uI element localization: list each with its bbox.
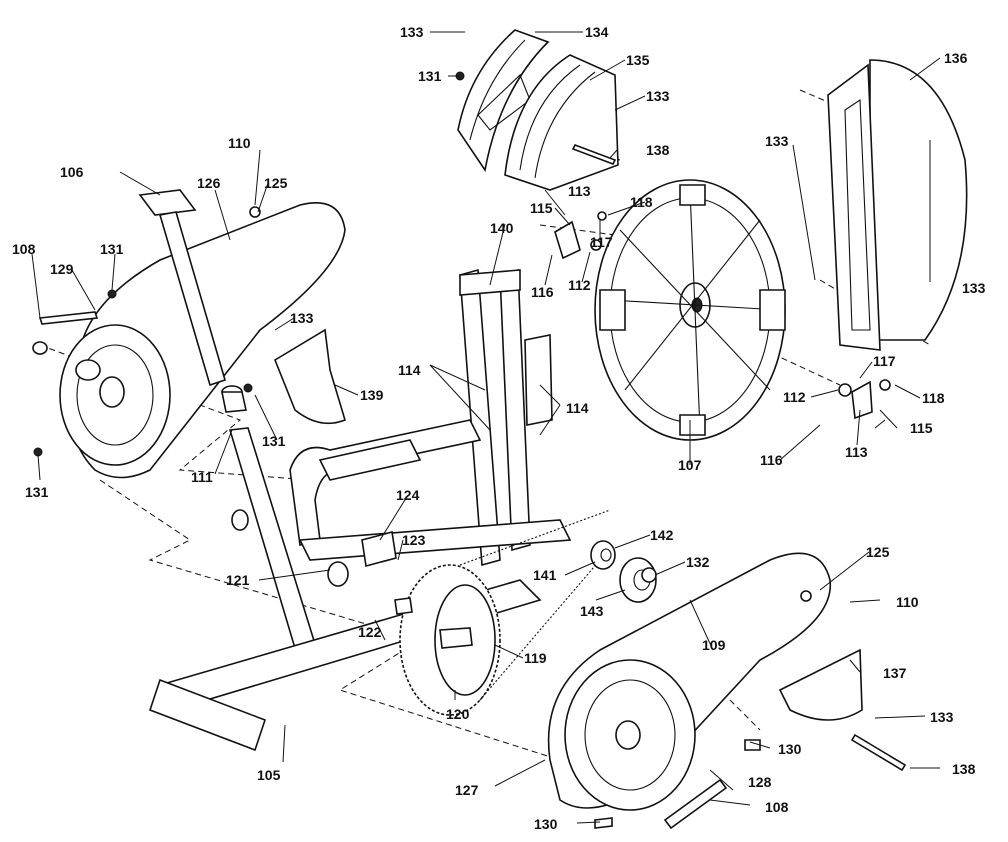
- callout-119: 119: [524, 650, 547, 666]
- callout-142: 142: [650, 527, 674, 543]
- callout-138: 138: [646, 142, 670, 158]
- pulley-141: [590, 540, 616, 570]
- callout-126: 126: [197, 175, 221, 191]
- callout-112: 112: [568, 277, 591, 293]
- callout-113: 113: [568, 183, 591, 199]
- callout-137: 137: [883, 665, 907, 681]
- callout-111: 111: [191, 469, 213, 485]
- callout-108: 108: [12, 241, 36, 257]
- fan-shroud-left-134: [457, 29, 550, 173]
- callout-107: 107: [678, 457, 702, 473]
- callout-110: 110: [228, 135, 251, 151]
- callout-116: 116: [531, 284, 554, 300]
- callout-130: 130: [778, 741, 802, 757]
- callout-143: 143: [580, 603, 604, 619]
- fan-cover-136: [827, 59, 968, 351]
- callout-131: 131: [262, 433, 286, 449]
- callout-125: 125: [866, 544, 890, 560]
- callout-117: 117: [590, 234, 613, 250]
- callout-118: 118: [630, 194, 653, 210]
- callout-108: 108: [765, 799, 789, 815]
- callout-118: 118: [922, 390, 945, 406]
- right-chain-guard-127: [547, 552, 832, 811]
- callout-123: 123: [402, 532, 426, 548]
- callout-113: 113: [845, 444, 868, 460]
- callout-122: 122: [358, 624, 382, 640]
- callout-120: 120: [446, 706, 470, 722]
- seat-bracket-139: [274, 328, 346, 425]
- callout-116: 116: [760, 452, 783, 468]
- chainring-120: [399, 564, 501, 716]
- callout-140: 140: [490, 220, 514, 236]
- fan-wheel-107: [594, 179, 786, 441]
- callout-105: 105: [257, 767, 281, 783]
- callout-112: 112: [783, 389, 806, 405]
- callout-133: 133: [290, 310, 314, 326]
- callout-114: 114: [566, 400, 589, 416]
- callout-135: 135: [626, 52, 650, 68]
- drive-chain: [459, 509, 611, 701]
- callout-136: 136: [944, 50, 968, 66]
- callout-133: 133: [930, 709, 954, 725]
- callout-139: 139: [360, 387, 384, 403]
- callout-124: 124: [396, 487, 420, 503]
- callout-129: 129: [50, 261, 74, 277]
- callout-131: 131: [418, 68, 442, 84]
- handlebar-post-111: [221, 385, 322, 666]
- callout-110: 110: [896, 594, 919, 610]
- callout-132: 132: [686, 554, 710, 570]
- callout-141: 141: [533, 567, 557, 583]
- callout-133: 133: [400, 24, 424, 40]
- callout-133: 133: [962, 280, 986, 296]
- fan-shroud-right-135: [504, 54, 619, 191]
- callout-131: 131: [25, 484, 49, 500]
- callout-labels: 133 134 131 135 133 138 136 133 133 110 …: [12, 24, 986, 832]
- callout-133: 133: [765, 133, 789, 149]
- callout-125: 125: [264, 175, 288, 191]
- callout-115: 115: [530, 200, 553, 216]
- hardware: [32, 71, 907, 830]
- callout-115: 115: [910, 420, 933, 436]
- cover-137: [778, 648, 863, 721]
- callout-127: 127: [455, 782, 479, 798]
- callout-114: 114: [398, 362, 421, 378]
- callout-133: 133: [646, 88, 670, 104]
- callout-117: 117: [873, 353, 896, 369]
- callout-131: 131: [100, 241, 124, 257]
- callout-128: 128: [748, 774, 772, 790]
- callout-109: 109: [702, 637, 726, 653]
- callout-130: 130: [534, 816, 558, 832]
- callout-121: 121: [226, 572, 250, 588]
- callout-106: 106: [60, 164, 84, 180]
- callout-138: 138: [952, 761, 976, 777]
- callout-134: 134: [585, 24, 609, 40]
- leader-lines: [31, 31, 941, 824]
- seat-post-106: [138, 189, 226, 387]
